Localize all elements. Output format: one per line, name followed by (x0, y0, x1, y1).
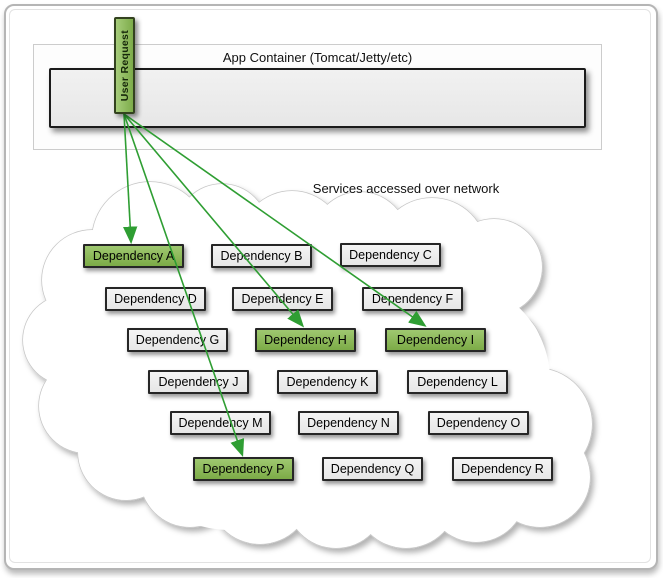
dependency-node-l: Dependency L (407, 370, 508, 394)
dependency-node-q: Dependency Q (322, 457, 423, 481)
dependency-node-i: Dependency I (385, 328, 486, 352)
dependency-node-k: Dependency K (277, 370, 378, 394)
dependency-node-n: Dependency N (298, 411, 399, 435)
dependency-node-m: Dependency M (170, 411, 271, 435)
dependency-node-r: Dependency R (452, 457, 553, 481)
network-label: Services accessed over network (312, 181, 500, 196)
app-container-label: App Container (Tomcat/Jetty/etc) (222, 50, 413, 65)
dependency-node-d: Dependency D (105, 287, 206, 311)
dependency-node-g: Dependency G (127, 328, 228, 352)
dependency-node-f: Dependency F (362, 287, 463, 311)
dependency-node-j: Dependency J (148, 370, 249, 394)
dependency-node-e: Dependency E (232, 287, 333, 311)
dependency-node-b: Dependency B (211, 244, 312, 268)
dependency-node-h: Dependency H (255, 328, 356, 352)
dependency-node-a: Dependency A (83, 244, 184, 268)
dependency-node-o: Dependency O (428, 411, 529, 435)
user-request-label: User Request (118, 29, 131, 102)
inner-frame (9, 9, 651, 563)
user-request-box: User Request (114, 17, 135, 114)
dependency-node-p: Dependency P (193, 457, 294, 481)
dependency-node-c: Dependency C (340, 243, 441, 267)
